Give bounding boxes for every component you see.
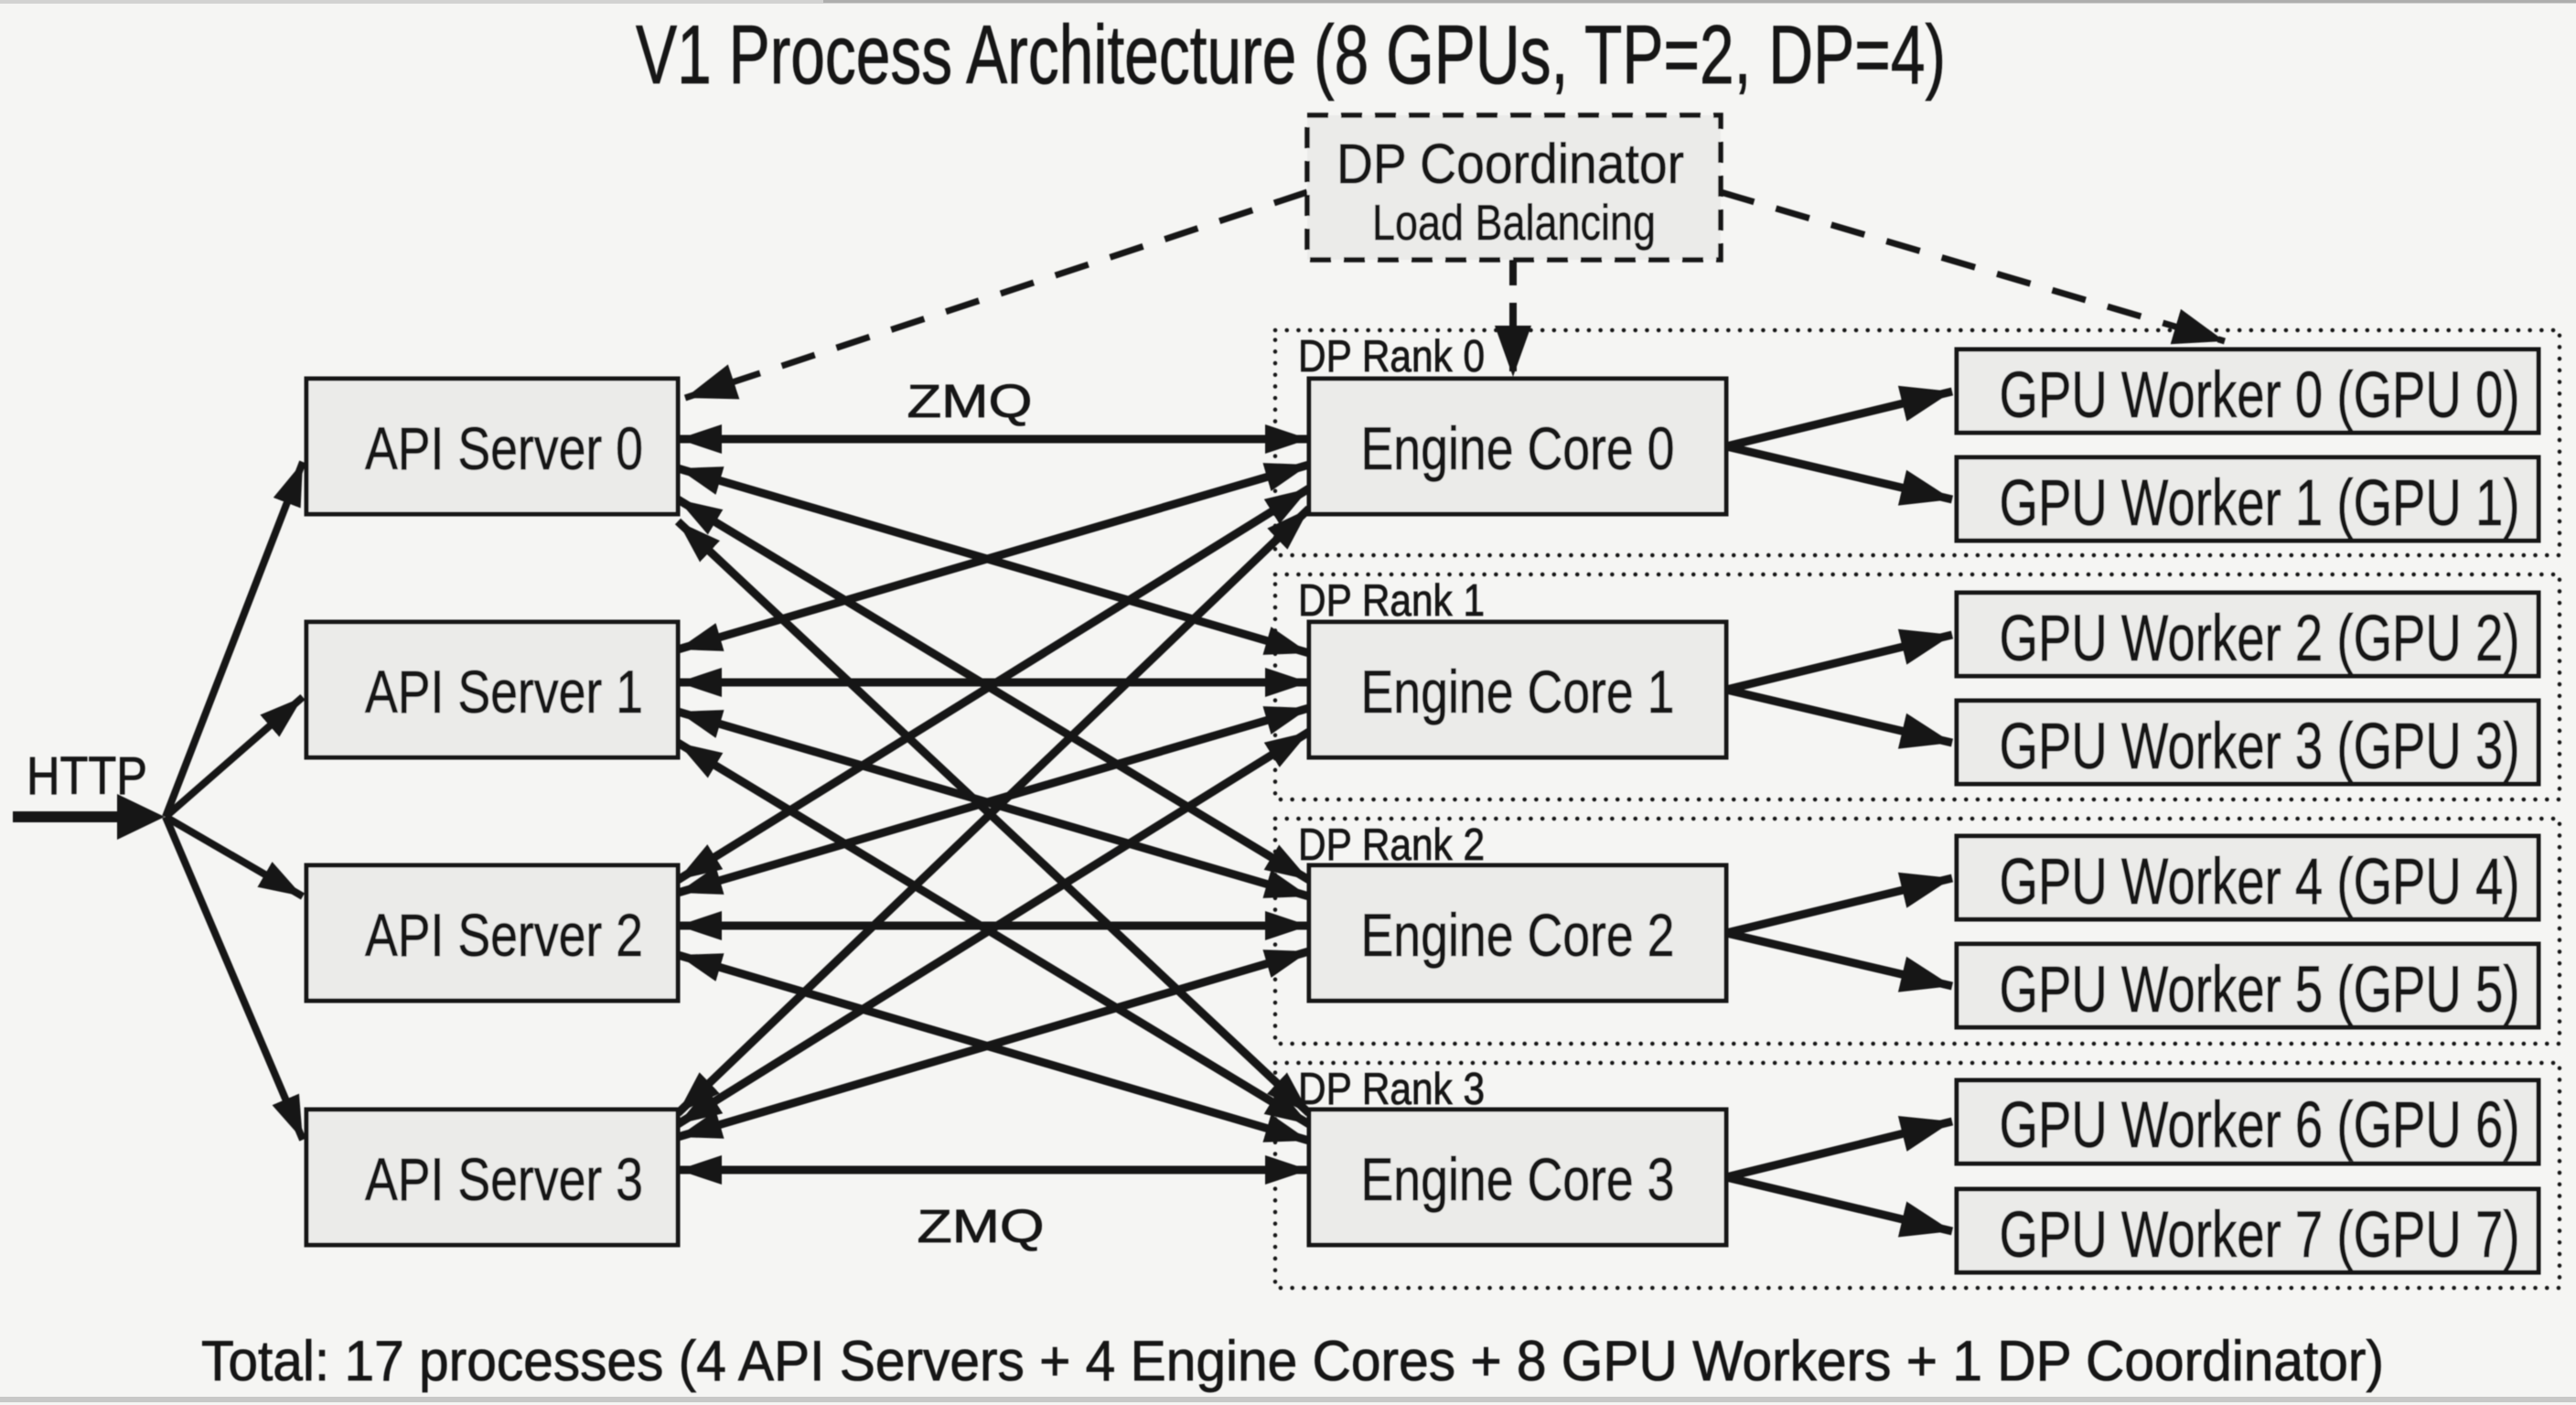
svg-text:GPU Worker 6 (GPU 6): GPU Worker 6 (GPU 6) [2000,1089,2520,1162]
svg-text:Engine Core 3: Engine Core 3 [1361,1145,1675,1213]
svg-text:DP Rank 0: DP Rank 0 [1298,332,1485,381]
svg-text:GPU Worker 0 (GPU 0): GPU Worker 0 (GPU 0) [2000,359,2520,432]
svg-text:DP Coordinator: DP Coordinator [1336,133,1684,195]
svg-text:Engine Core 0: Engine Core 0 [1361,414,1675,482]
svg-text:Engine Core 1: Engine Core 1 [1361,658,1675,725]
svg-text:API Server 1: API Server 1 [365,658,643,725]
svg-text:DP Rank 2: DP Rank 2 [1298,820,1485,870]
svg-text:API Server 2: API Server 2 [365,901,643,969]
svg-text:GPU Worker 1 (GPU 1): GPU Worker 1 (GPU 1) [2000,467,2520,540]
svg-text:GPU Worker 7 (GPU 7): GPU Worker 7 (GPU 7) [2000,1199,2520,1271]
svg-text:API Server 3: API Server 3 [365,1145,643,1213]
svg-text:API Server 0: API Server 0 [365,414,643,482]
svg-text:HTTP: HTTP [27,746,147,806]
svg-text:DP Rank 1: DP Rank 1 [1298,576,1485,626]
svg-text:DP Rank 3: DP Rank 3 [1298,1065,1485,1114]
svg-text:GPU Worker 5 (GPU 5): GPU Worker 5 (GPU 5) [2000,954,2520,1026]
svg-text:Load Balancing: Load Balancing [1372,194,1656,251]
svg-text:GPU Worker 4 (GPU 4): GPU Worker 4 (GPU 4) [2000,846,2520,918]
svg-text:ZMQ: ZMQ [907,375,1033,427]
svg-text:Engine Core 2: Engine Core 2 [1361,901,1675,969]
svg-text:GPU Worker 2 (GPU 2): GPU Worker 2 (GPU 2) [2000,603,2520,675]
svg-text:Total: 17 processes (4 API Ser: Total: 17 processes (4 API Servers + 4 E… [201,1330,2384,1393]
svg-text:V1 Process Architecture (8 GPU: V1 Process Architecture (8 GPUs, TP=2, D… [636,9,1946,102]
svg-text:GPU Worker 3 (GPU 3): GPU Worker 3 (GPU 3) [2000,711,2520,783]
svg-text:ZMQ: ZMQ [918,1200,1045,1252]
